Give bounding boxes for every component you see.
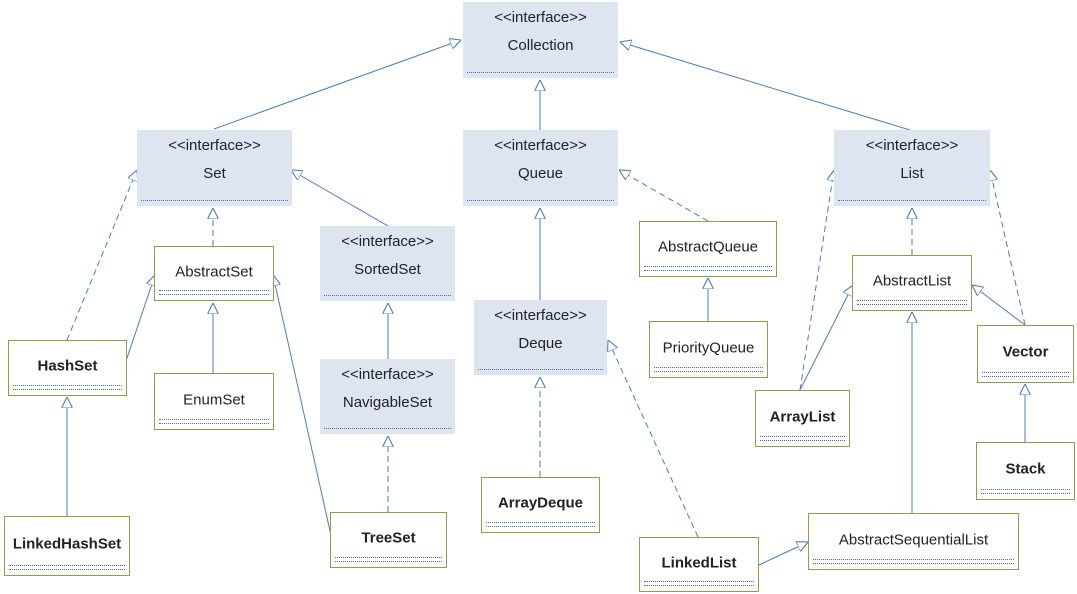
class-name: LinkedList xyxy=(661,553,737,571)
divider xyxy=(324,428,451,429)
abstractsequentiallist-class: AbstractSequentialList xyxy=(808,513,1019,570)
divider xyxy=(486,526,595,527)
divider xyxy=(982,372,1069,373)
enumset-class: EnumSet xyxy=(154,373,274,430)
edge-vector-list xyxy=(990,170,1026,326)
divider xyxy=(486,522,595,523)
vector-class: Vector xyxy=(977,325,1074,383)
divider xyxy=(857,304,967,305)
set-interface: <<interface>> Set xyxy=(137,130,292,206)
stereotype-label: <<interface>> xyxy=(494,307,587,324)
edge-hashset-abstractset xyxy=(125,275,155,362)
class-name: EnumSet xyxy=(183,390,245,408)
treeset-class: TreeSet xyxy=(330,512,447,568)
edge-linkedlist-abstractsequentiallist xyxy=(758,542,808,566)
edge-linkedlist-deque xyxy=(608,340,699,538)
divider xyxy=(13,389,122,390)
stereotype-label: <<interface>> xyxy=(341,366,434,383)
divider xyxy=(760,436,845,437)
edge-arraylist-abstractlist xyxy=(799,285,853,391)
stereotype-label: <<interface>> xyxy=(494,9,587,26)
class-name: AbstractSet xyxy=(175,262,253,280)
divider xyxy=(159,290,269,291)
divider xyxy=(478,369,603,370)
class-name: ArrayList xyxy=(769,407,836,425)
edge-set-collection xyxy=(213,40,461,130)
edge-arraylist-list xyxy=(799,170,834,391)
divider xyxy=(467,72,614,73)
divider xyxy=(9,565,125,566)
edge-treeset-abstractset xyxy=(273,275,331,532)
stereotype-label: <<interface>> xyxy=(494,137,587,154)
divider xyxy=(644,266,772,267)
divider xyxy=(644,581,754,582)
divider xyxy=(159,294,269,295)
divider xyxy=(9,569,125,570)
interface-name: SortedSet xyxy=(354,261,421,278)
divider xyxy=(13,385,122,386)
abstractlist-class: AbstractList xyxy=(852,255,972,311)
divider xyxy=(644,270,772,271)
linkedlist-class: LinkedList xyxy=(639,537,759,592)
divider xyxy=(981,493,1070,494)
class-name: AbstractList xyxy=(872,272,952,290)
stereotype-label: <<interface>> xyxy=(865,137,959,154)
divider xyxy=(813,559,1014,560)
sortedset-interface: <<interface>> SortedSet xyxy=(320,226,455,301)
divider xyxy=(857,300,967,301)
stereotype-label: <<interface>> xyxy=(168,137,261,154)
arraydeque-class: ArrayDeque xyxy=(481,477,600,533)
class-name: TreeSet xyxy=(361,529,416,547)
list-interface: <<interface>> List xyxy=(834,130,990,206)
divider xyxy=(159,419,269,420)
arraylist-class: ArrayList xyxy=(755,390,850,447)
divider xyxy=(813,563,1014,564)
priorityqueue-class: PriorityQueue xyxy=(649,321,768,378)
divider xyxy=(335,557,442,558)
class-name: LinkedHashSet xyxy=(12,535,122,553)
navigableset-interface: <<interface>> NavigableSet xyxy=(320,359,455,434)
class-name: Vector xyxy=(1002,343,1049,361)
class-name: HashSet xyxy=(37,357,98,375)
interface-name: Set xyxy=(203,165,226,182)
interface-name: Queue xyxy=(517,165,564,182)
class-name: ArrayDeque xyxy=(497,494,584,512)
stack-class: Stack xyxy=(976,442,1075,500)
divider xyxy=(159,423,269,424)
queue-interface: <<interface>> Queue xyxy=(463,130,618,206)
abstractqueue-class: AbstractQueue xyxy=(639,221,777,277)
class-name: AbstractQueue xyxy=(657,238,759,256)
linkedhashset-class: LinkedHashSet xyxy=(4,516,130,576)
interface-name: Collection xyxy=(507,37,574,54)
class-name: Stack xyxy=(1005,460,1046,478)
collection-interface: <<interface>> Collection xyxy=(463,2,618,78)
divider xyxy=(760,440,845,441)
class-name: PriorityQueue xyxy=(662,338,755,356)
interface-name: NavigableSet xyxy=(342,394,433,411)
divider xyxy=(838,200,986,201)
edge-list-collection xyxy=(620,42,911,131)
edge-vector-abstractlist xyxy=(972,285,1026,326)
class-name: AbstractSequentialList xyxy=(838,530,989,548)
divider xyxy=(982,376,1069,377)
divider xyxy=(467,200,614,201)
edge-sortedset-set xyxy=(291,170,389,227)
stereotype-label: <<interface>> xyxy=(341,233,434,250)
hashset-class: HashSet xyxy=(8,340,127,396)
divider xyxy=(644,585,754,586)
abstractset-class: AbstractSet xyxy=(154,246,274,301)
divider xyxy=(141,200,288,201)
interface-name: List xyxy=(900,165,924,182)
edge-hashset-set xyxy=(66,170,137,341)
divider xyxy=(335,561,442,562)
divider xyxy=(654,371,763,372)
divider xyxy=(981,489,1070,490)
deque-interface: <<interface>> Deque xyxy=(474,300,607,375)
divider xyxy=(654,367,763,368)
edge-abstractqueue-queue xyxy=(619,170,709,222)
interface-name: Deque xyxy=(518,335,563,352)
divider xyxy=(324,295,451,296)
